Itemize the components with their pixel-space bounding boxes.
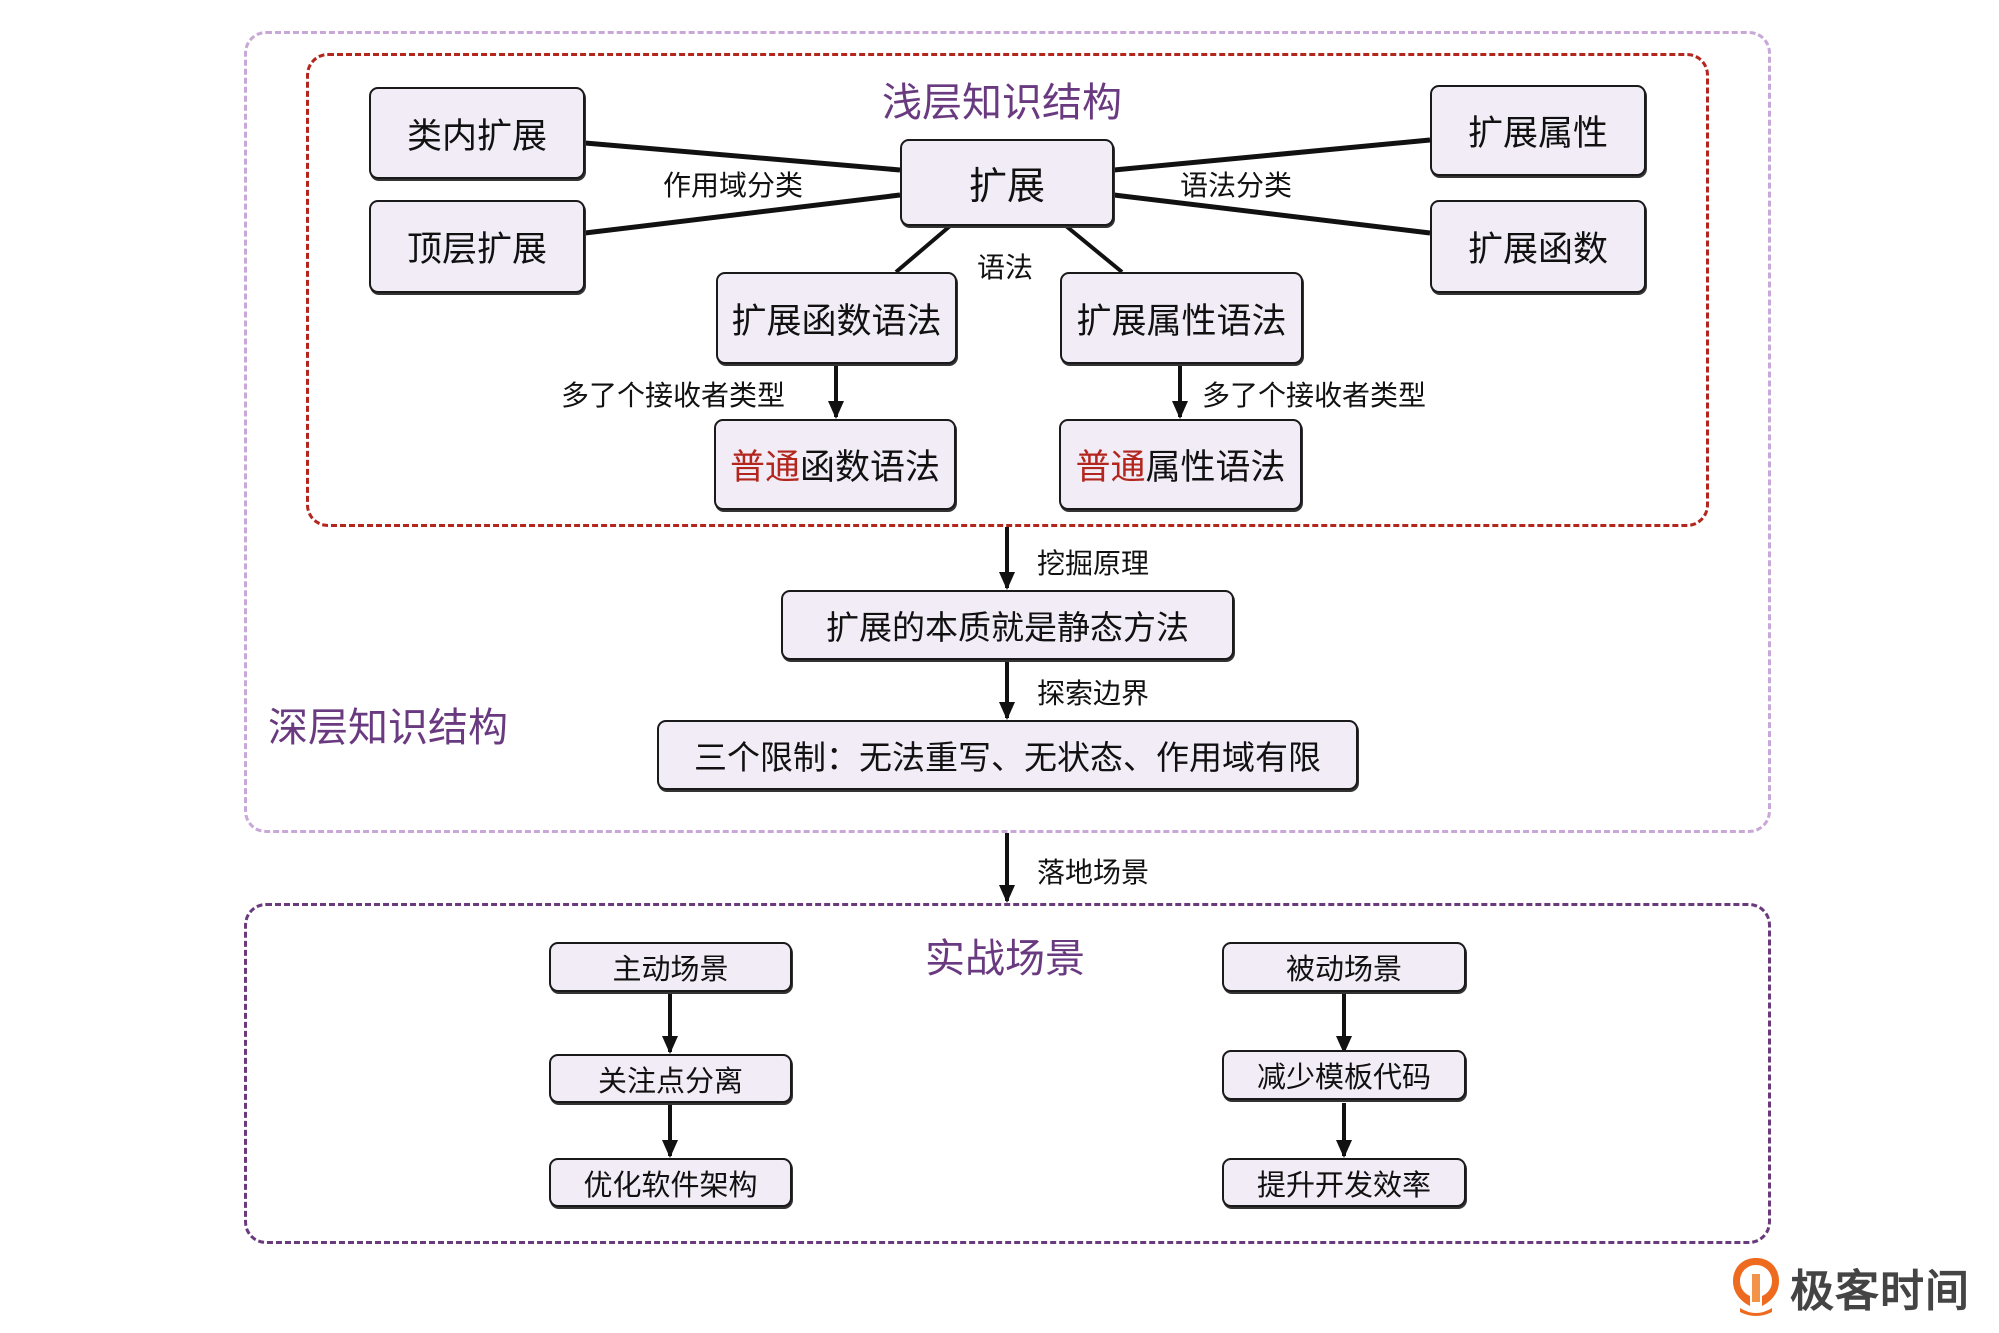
node-essence: 扩展的本质就是静态方法 (781, 590, 1234, 660)
node-normal-function-syntax: 普通函数语法 (714, 419, 956, 510)
deep-knowledge-frame (244, 31, 1771, 833)
node-text: 函数语法 (800, 448, 941, 488)
node-improve-efficiency: 提升开发效率 (1222, 1158, 1466, 1207)
node-limits: 三个限制：无法重写、无状态、作用域有限 (657, 720, 1358, 790)
node-passive-scene: 被动场景 (1222, 942, 1466, 992)
node-extension: 扩展 (900, 139, 1114, 226)
node-extension-function: 扩展函数 (1430, 200, 1646, 293)
node-text: 属性语法 (1145, 448, 1286, 488)
shallow-knowledge-title: 浅层知识结构 (882, 80, 1122, 126)
node-ext-function-syntax: 扩展函数语法 (716, 272, 957, 364)
edge-label-receiver-left: 多了个接收者类型 (561, 379, 786, 412)
edge-label-receiver-right: 多了个接收者类型 (1202, 379, 1427, 412)
node-active-scene: 主动场景 (549, 942, 792, 992)
edge-label-dig: 挖掘原理 (1037, 547, 1150, 580)
edge-label-explore: 探索边界 (1037, 677, 1150, 710)
deep-knowledge-title: 深层知识结构 (268, 705, 508, 751)
logo-text: 极客时间 (1790, 1266, 1970, 1317)
node-extension-property: 扩展属性 (1430, 85, 1646, 176)
node-ext-property-syntax: 扩展属性语法 (1060, 272, 1303, 364)
shallow-knowledge-frame (306, 53, 1709, 527)
geektime-logo: 极客时间 (1730, 1255, 1970, 1319)
edge-label-landing: 落地场景 (1037, 856, 1150, 889)
edge-label-syntax-class: 语法分类 (1180, 169, 1293, 202)
node-normal-property-syntax: 普通属性语法 (1059, 419, 1302, 510)
geektime-logo-icon (1733, 1258, 1779, 1316)
node-reduce-boilerplate: 减少模板代码 (1222, 1050, 1466, 1100)
edge-label-scope: 作用域分类 (663, 169, 804, 202)
node-separation: 关注点分离 (549, 1054, 792, 1103)
practice-frame (244, 903, 1771, 1244)
practice-title: 实战场景 (925, 936, 1085, 982)
node-optimize-arch: 优化软件架构 (549, 1158, 792, 1207)
node-in-class-extension: 类内扩展 (369, 87, 585, 179)
highlight-normal: 普通 (1075, 448, 1146, 488)
highlight-normal: 普通 (729, 448, 800, 488)
edge-label-syntax: 语法 (977, 251, 1034, 284)
node-top-level-extension: 顶层扩展 (369, 200, 585, 293)
